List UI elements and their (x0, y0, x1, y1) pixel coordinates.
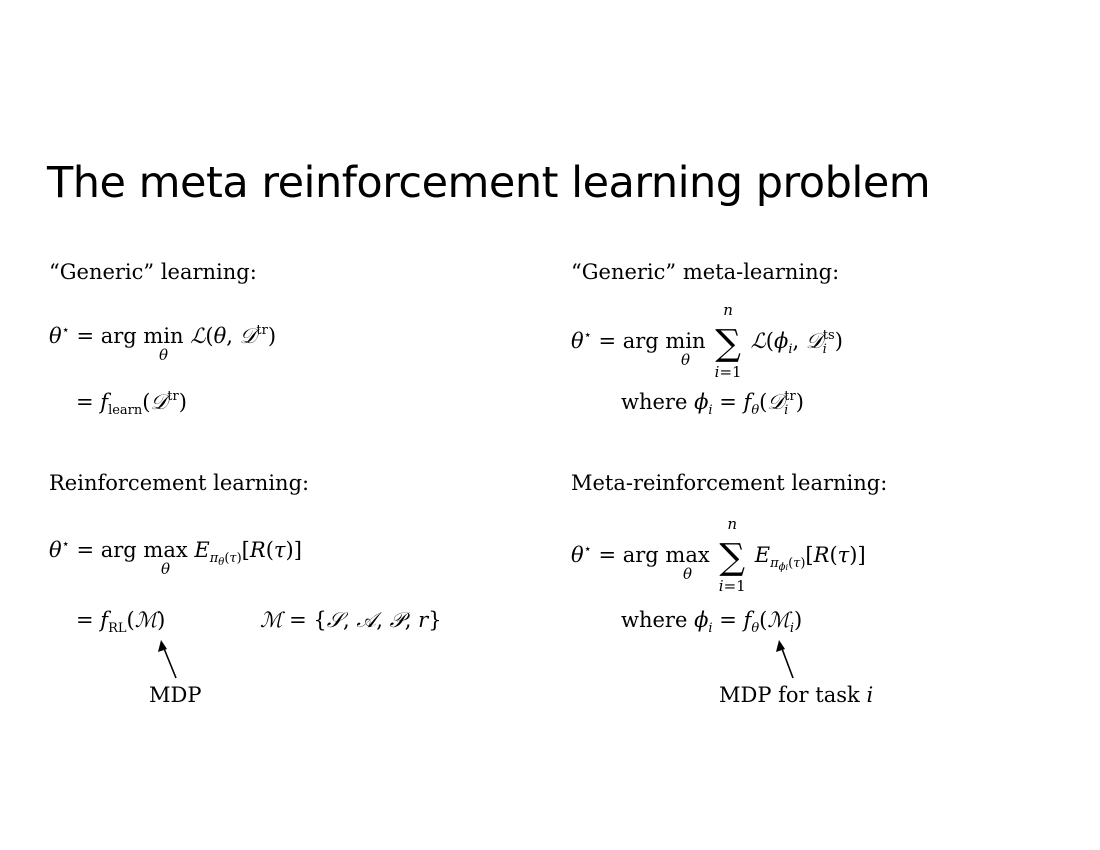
meta-rl-heading: Meta-reinforcement learning: (571, 471, 888, 495)
generic-meta-learning-heading: “Generic” meta-learning: (571, 260, 840, 284)
meta-rl-where-clause: where ϕi = fθ(ℳi) (621, 608, 803, 636)
mdp-definition-equation: ℳ = {𝒮, 𝒜, 𝒫, r} (260, 608, 442, 632)
mdp-for-task-label: MDP for task i (719, 683, 873, 707)
mdp-label: MDP (149, 683, 202, 707)
rl-heading: Reinforcement learning: (49, 471, 310, 495)
task-index-variable: i (866, 683, 874, 707)
generic-learning-function: = flearn(𝒟tr) (76, 389, 187, 418)
mdp-for-task-text: MDP for task (719, 683, 860, 707)
where-word: where (621, 390, 688, 414)
where-word-2: where (621, 608, 688, 632)
generic-learning-heading: “Generic” learning: (49, 260, 257, 284)
slide-title: The meta reinforcement learning problem (47, 158, 931, 208)
meta-learning-where-clause: where ϕi = fθ(𝒟itr) (621, 389, 804, 418)
rl-function-equation: = fRL(ℳ) (76, 608, 166, 636)
